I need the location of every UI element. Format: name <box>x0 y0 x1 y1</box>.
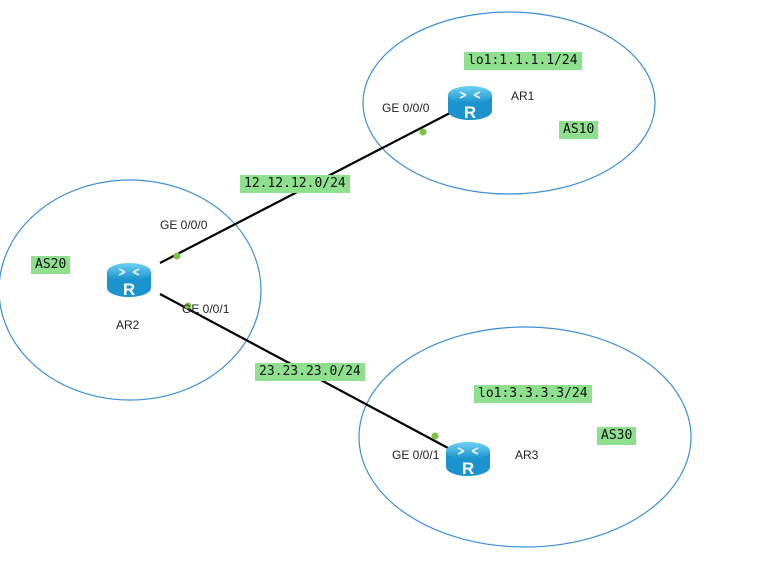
port-dot-ar2-ge000 <box>173 252 181 260</box>
svg-text:R: R <box>123 280 135 299</box>
as-label-as20: AS20 <box>31 256 71 274</box>
port-dot-ar3-ge001 <box>431 432 439 440</box>
as30-boundary <box>358 326 692 548</box>
svg-text:R: R <box>462 459 474 478</box>
router-name-ar3: AR3 <box>515 448 539 462</box>
port-dot-ar1-ge000 <box>419 128 427 136</box>
subnet-label-12: 12.12.12.0/24 <box>240 175 350 193</box>
port-dot-ar2-ge001 <box>184 302 192 310</box>
router-ar1[interactable]: R <box>446 83 494 123</box>
svg-text:R: R <box>464 103 476 122</box>
router-name-ar2: AR2 <box>116 318 140 332</box>
router-name-ar1: AR1 <box>511 89 535 103</box>
subnet-label-23: 23.23.23.0/24 <box>255 363 365 381</box>
as10-boundary <box>362 11 656 195</box>
iface-label-ar3-ge001: GE 0/0/1 <box>392 448 440 462</box>
as20-boundary <box>0 179 262 401</box>
iface-label-ar2-ge001: GE 0/0/1 <box>182 302 230 316</box>
loopback-label-ar3: lo1:3.3.3.3/24 <box>474 385 592 403</box>
as-label-as10: AS10 <box>559 121 599 139</box>
router-ar2[interactable]: R <box>105 260 153 300</box>
iface-label-ar2-ge000: GE 0/0/0 <box>160 218 208 232</box>
router-icon: R <box>107 263 151 299</box>
router-icon: R <box>448 86 492 122</box>
router-icon: R <box>446 442 490 478</box>
iface-label-ar1-ge000: GE 0/0/0 <box>382 101 430 115</box>
as-label-as30: AS30 <box>597 427 637 445</box>
router-ar3[interactable]: R <box>444 439 492 479</box>
loopback-label-ar1: lo1:1.1.1.1/24 <box>464 52 582 70</box>
